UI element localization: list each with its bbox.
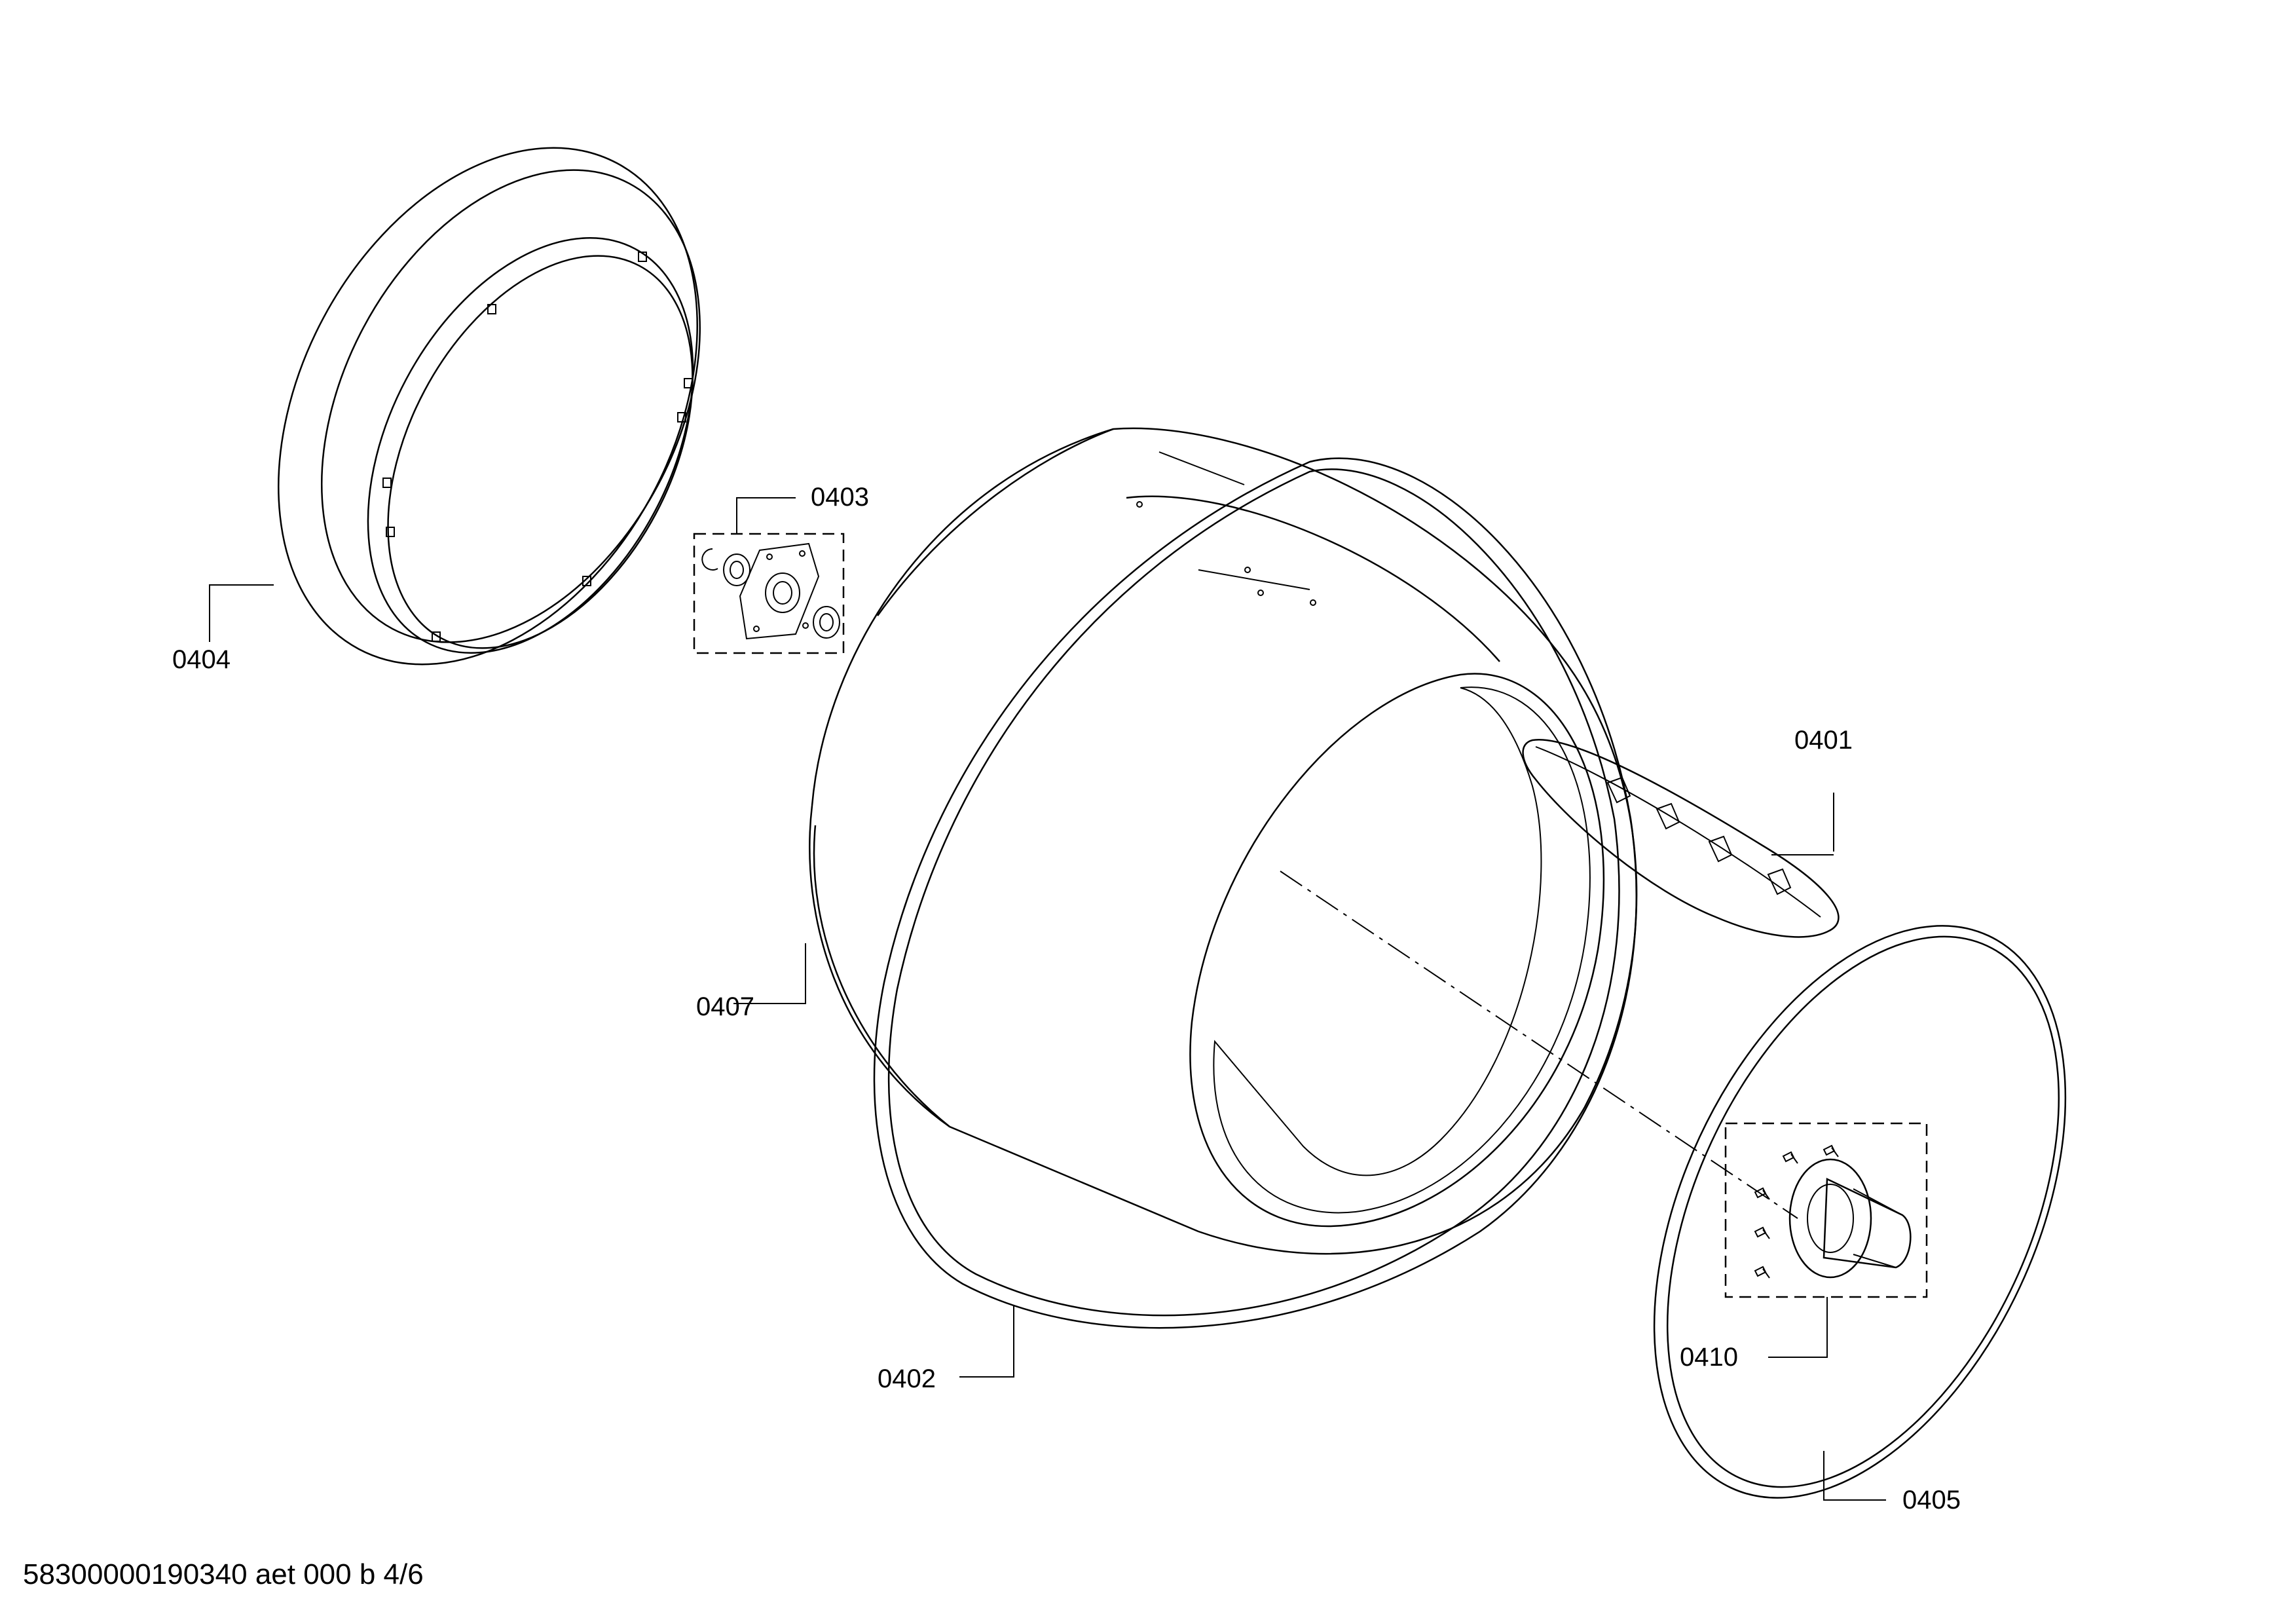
part-label-0410: 0410 [1680, 1343, 1738, 1372]
part-label-0404: 0404 [172, 645, 231, 674]
assembly-axis-line [1280, 871, 1798, 1219]
part-0403-bearing-group [693, 533, 845, 654]
part-0405-rear-seal [1653, 925, 2067, 1499]
drawing-reference-footer: 58300000190340 aet 000 b 4/6 [23, 1558, 424, 1590]
part-label-0407: 0407 [696, 992, 754, 1021]
part-0402-rim-seal [873, 457, 1638, 1329]
part-0404-front-rings [278, 147, 701, 666]
part-0410-shaft-group [1724, 1122, 1928, 1298]
leader-lines [209, 497, 1886, 1501]
part-label-0405: 0405 [1902, 1486, 1961, 1514]
part-label-0402: 0402 [878, 1364, 936, 1393]
part-0407-drum [809, 427, 1638, 1255]
part-label-0401: 0401 [1794, 726, 1853, 755]
part-label-0403: 0403 [811, 483, 869, 512]
part-0401-drum-lifter [1522, 738, 1840, 938]
